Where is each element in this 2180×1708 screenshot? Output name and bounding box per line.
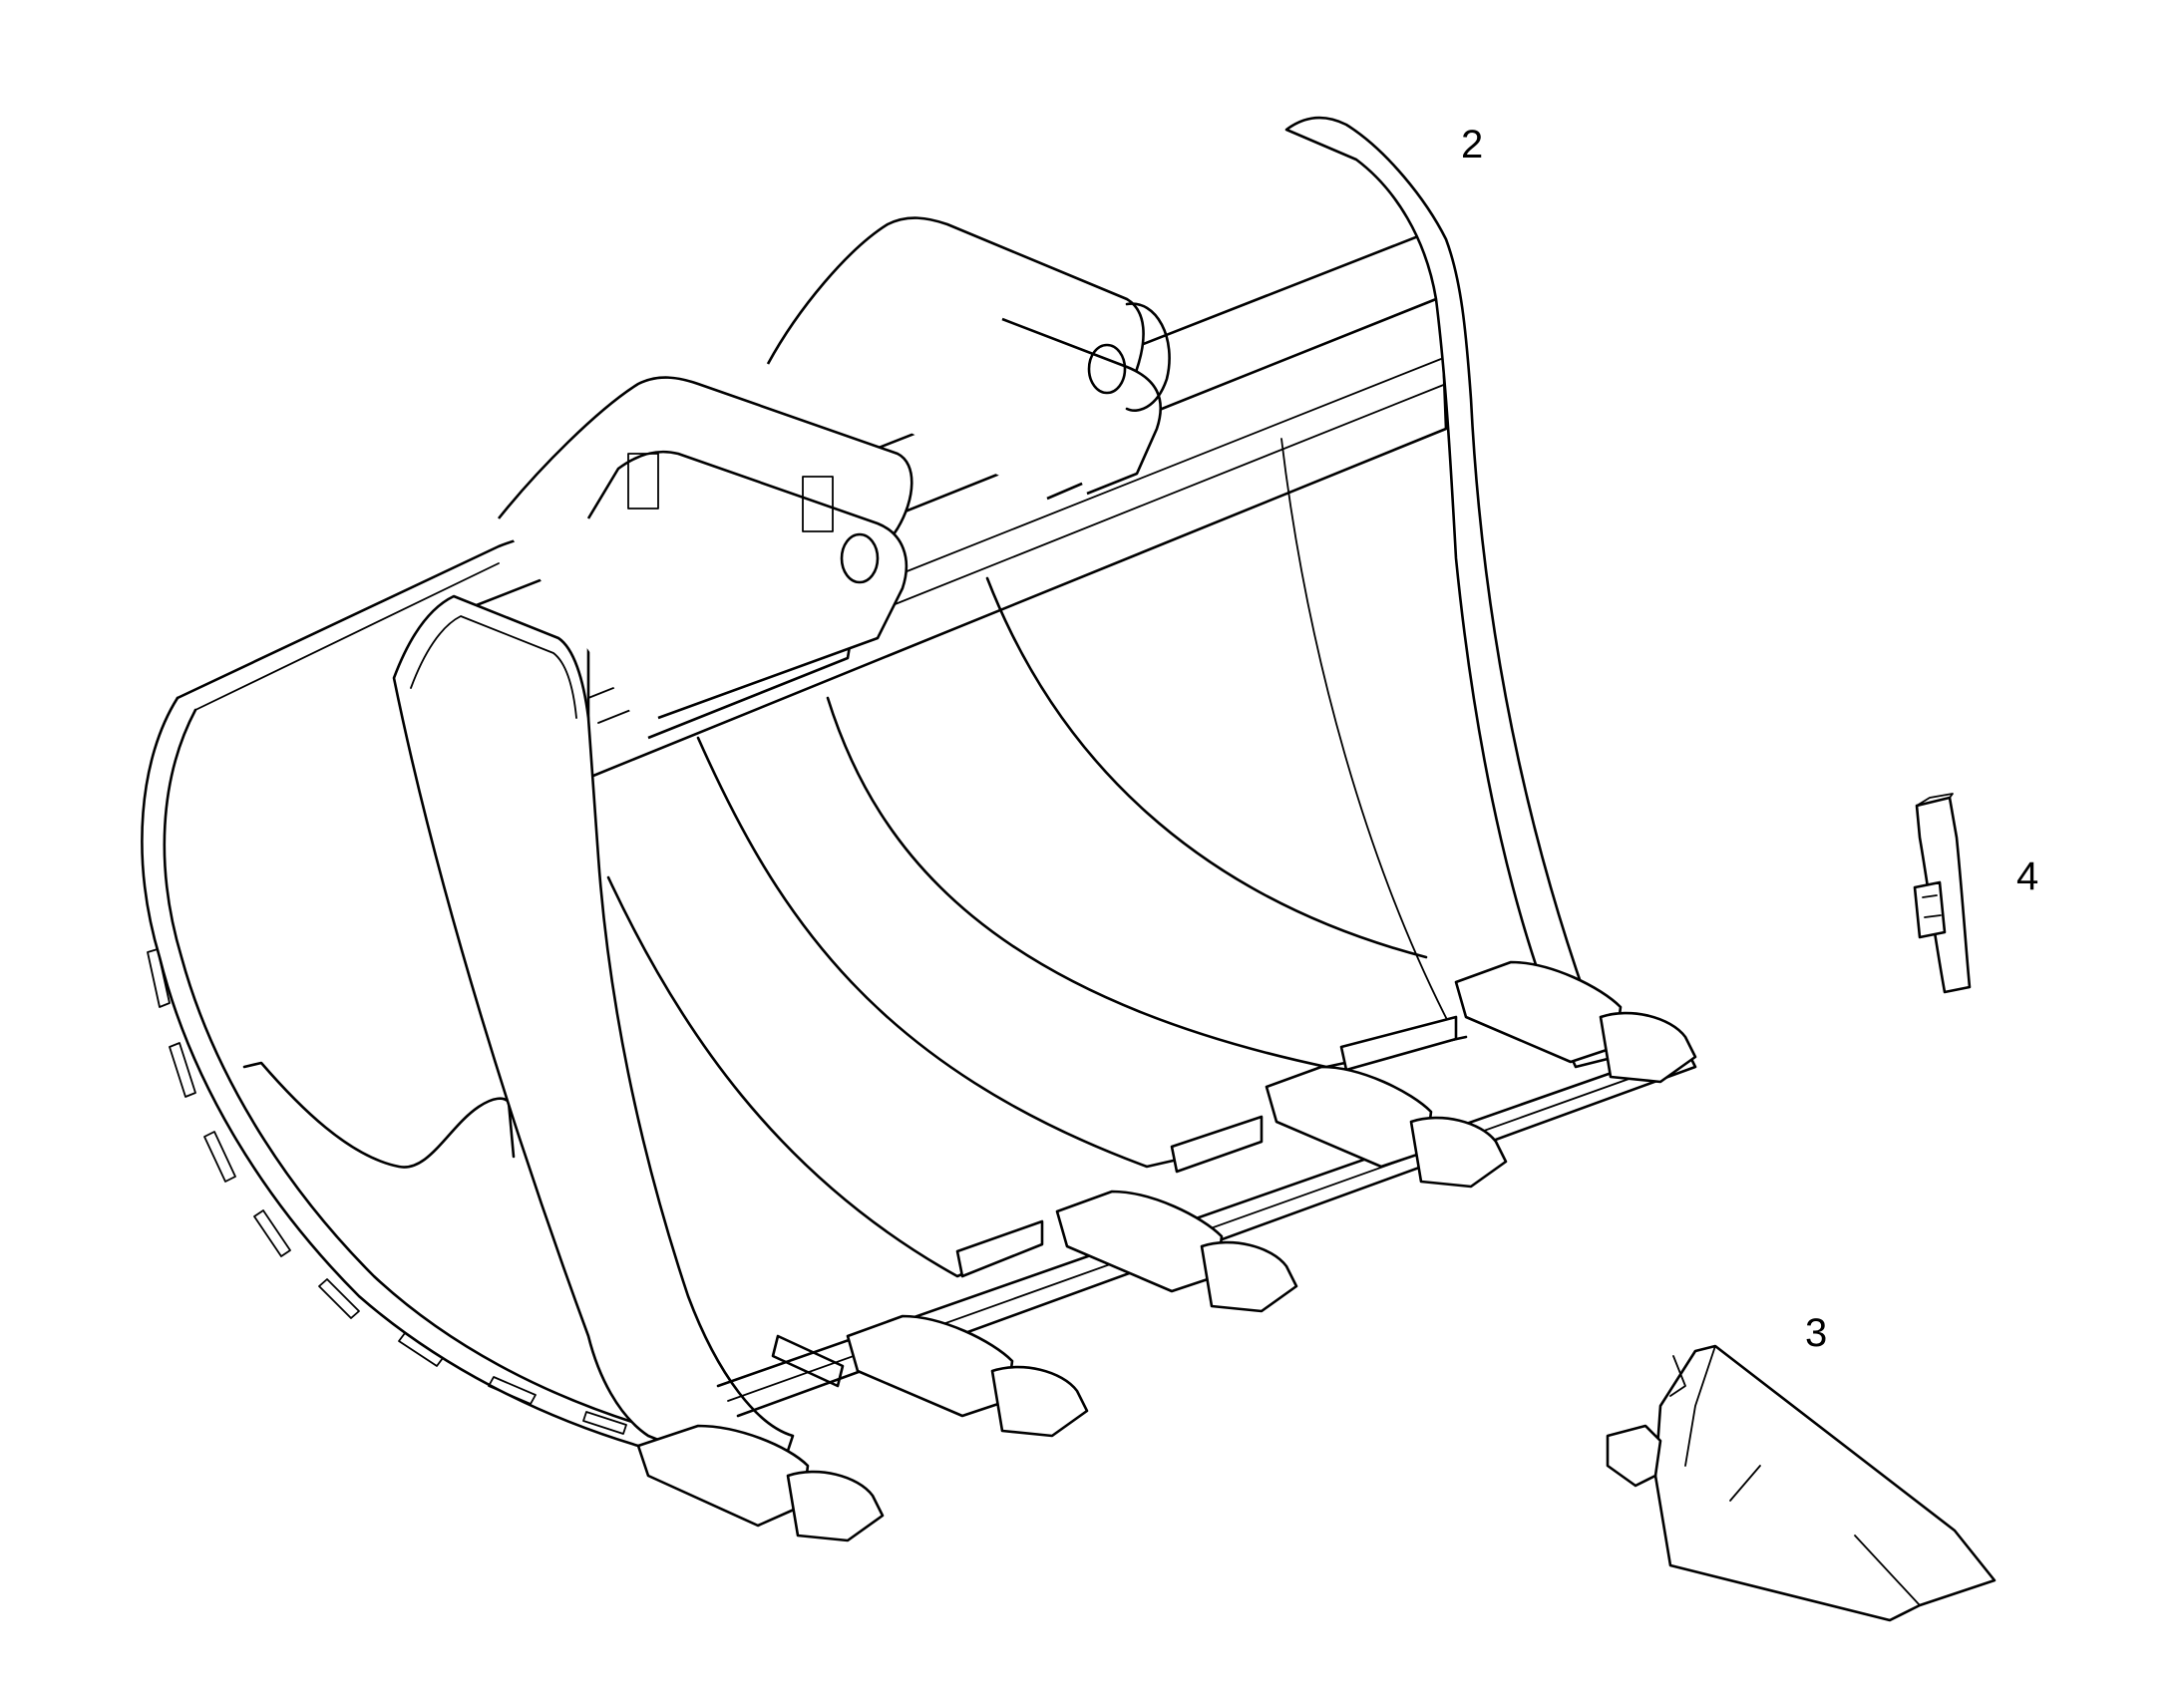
bracket-lug-left	[627, 453, 659, 510]
callout-tooth: 3	[1805, 1311, 1827, 1355]
rib-pad-3	[1170, 1115, 1264, 1174]
pin-top-face	[1916, 793, 1954, 807]
callout-bucket: 2	[1461, 123, 1483, 167]
inner-rib-1	[606, 875, 1039, 1278]
tooth-retainer-slot	[1669, 1355, 1686, 1397]
pin-clip	[1913, 880, 1947, 939]
rib-pad-2	[955, 1219, 1044, 1278]
pin-clip-detail	[1922, 894, 1942, 918]
inner-rib-4	[985, 576, 1428, 959]
bucket-tooth-1	[636, 1424, 885, 1542]
tooth-retainer-ear	[1606, 1424, 1662, 1488]
tooth-tip-edge	[1854, 1535, 1921, 1606]
tooth-ridge	[1684, 1345, 1716, 1467]
rib-pad-1	[771, 1334, 845, 1388]
tooth-facet	[1729, 1465, 1761, 1502]
bracket-pin-hole-right	[1087, 343, 1127, 395]
mount-bracket-right-front	[1001, 317, 1162, 496]
bucket-shell-top-edge-inner	[194, 562, 500, 711]
bucket-tooth-5	[1454, 960, 1697, 1084]
bucket-shell-inner	[163, 708, 640, 1426]
mount-bracket-left-front	[586, 450, 908, 720]
rib-pad-4	[1339, 1015, 1458, 1072]
bracket-lug-left-2	[802, 476, 834, 532]
right-side-plate	[1284, 116, 1618, 1069]
bracket-pin-hole-left	[840, 532, 880, 584]
bucket-tooth-3	[1055, 1190, 1298, 1313]
tooth-part	[1606, 1344, 1997, 1622]
mount-bracket-right-rear	[766, 216, 1145, 501]
right-side-plate-inner	[1280, 438, 1457, 1038]
left-side-plate-bevel	[410, 615, 577, 719]
inner-rib-3	[826, 696, 1468, 1069]
inner-rib-2	[696, 736, 1259, 1169]
bucket-teeth	[636, 960, 1697, 1542]
bucket-tooth-2	[846, 1314, 1089, 1438]
pin-body	[1915, 796, 1972, 994]
callout-pin: 4	[2016, 854, 2038, 898]
left-side-plate	[392, 594, 795, 1465]
side-plate-cutout	[242, 1061, 516, 1169]
retainer-pin-part	[1913, 793, 1972, 994]
bucket-tooth-4	[1265, 1065, 1508, 1189]
bracket-pin-boss-right	[1125, 302, 1171, 412]
tooth-body	[1653, 1344, 1997, 1622]
shell-wear-strips	[147, 948, 627, 1435]
bucket-assembly	[141, 116, 1697, 1542]
